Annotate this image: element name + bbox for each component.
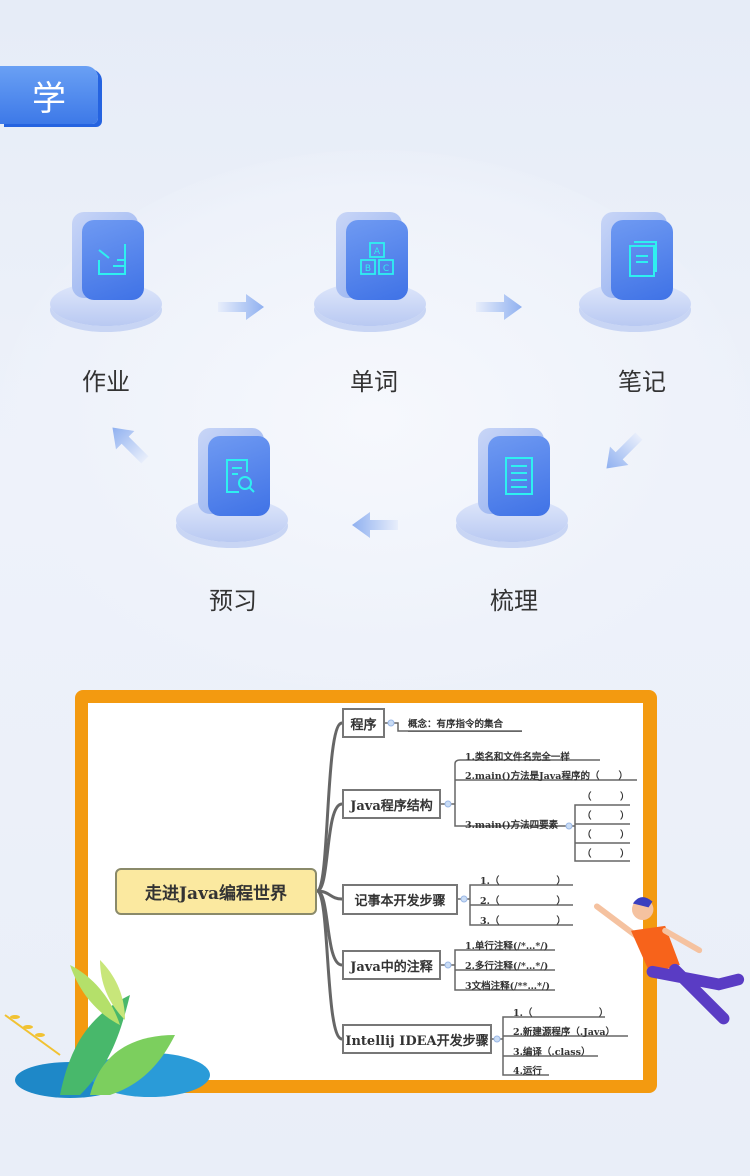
step-notes[interactable] xyxy=(575,212,695,372)
main-element-blank: （ ） xyxy=(582,792,630,803)
svg-text:B: B xyxy=(365,264,371,274)
idea-step: 1.（ ） xyxy=(513,1008,609,1019)
node-java-comments[interactable]: Java中的注释 xyxy=(342,950,441,980)
notepad-step: 1.（ ） xyxy=(480,876,566,887)
structure-item: 3.main()方法四要素 xyxy=(465,820,559,831)
mindmap-root-node[interactable]: 走进Java编程世界 xyxy=(115,868,317,915)
node-java-structure[interactable]: Java程序结构 xyxy=(342,789,441,819)
comment-type: 1.单行注释(/*…*/) xyxy=(465,941,549,952)
comment-type: 2.多行注释(/*…*/) xyxy=(465,961,549,972)
notepad-step: 2.（ ） xyxy=(480,896,566,907)
comment-type: 3文档注释(/**…*/) xyxy=(465,981,550,992)
step-label: 预习 xyxy=(209,587,257,615)
arrow-right-icon xyxy=(476,294,522,320)
svg-text:A: A xyxy=(374,247,381,257)
idea-step: 3.编译（.class） xyxy=(513,1047,591,1058)
main-element-blank: （ ） xyxy=(582,811,630,822)
person-illustration xyxy=(593,897,745,1025)
node-notepad-steps[interactable]: 记事本开发步骤 xyxy=(342,884,458,915)
node-program[interactable]: 程序 xyxy=(342,708,385,738)
homework-icon xyxy=(82,220,144,300)
arrow-up-left-icon xyxy=(112,427,149,464)
step-preview[interactable] xyxy=(172,428,292,588)
arrow-down-left-icon xyxy=(606,432,643,469)
main-element-blank: （ ） xyxy=(582,849,630,860)
step-label: 作业 xyxy=(82,368,130,396)
structure-item: 1.类名和文件名完全一样 xyxy=(465,752,570,763)
idea-step: 2.新建源程序（.Java） xyxy=(513,1027,616,1038)
document-search-icon xyxy=(208,436,270,516)
idea-step: 4.运行 xyxy=(513,1066,542,1077)
step-label: 梳理 xyxy=(490,587,538,615)
section-badge: 学 xyxy=(0,66,98,124)
notebook-icon xyxy=(611,220,673,300)
step-review[interactable] xyxy=(452,428,572,588)
main-element-blank: （ ） xyxy=(582,830,630,841)
plant-illustration xyxy=(4,960,210,1098)
checklist-icon xyxy=(488,436,550,516)
step-homework[interactable] xyxy=(46,212,166,372)
step-label: 笔记 xyxy=(618,368,666,396)
structure-item: 2.main()方法是Java程序的（ ） xyxy=(465,771,628,782)
notepad-step: 3.（ ） xyxy=(480,916,566,927)
node-idea-steps[interactable]: Intellij IDEA开发步骤 xyxy=(342,1024,492,1054)
node-program-concept: 概念：有序指令的集合 xyxy=(408,716,522,732)
arrow-left-icon xyxy=(352,512,398,538)
svg-text:C: C xyxy=(383,264,389,274)
arrow-right-icon xyxy=(218,294,264,320)
step-label: 单词 xyxy=(350,368,398,396)
